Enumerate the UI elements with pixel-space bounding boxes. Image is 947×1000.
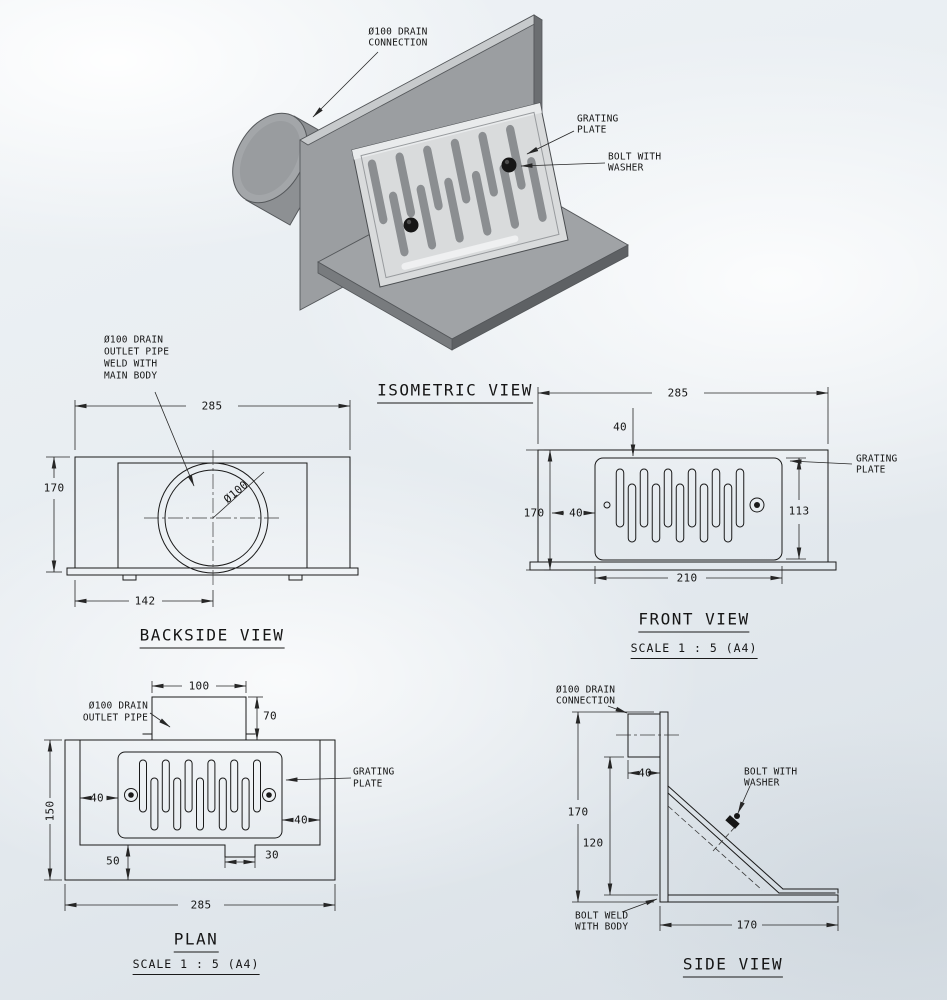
side-bolt-label-line2: WASHER <box>744 777 780 789</box>
front-dim-side-offset: 40 <box>569 506 583 520</box>
plan-dim-tab-width: 30 <box>265 848 279 862</box>
plan-dim-offset-right: 40 <box>294 813 308 827</box>
iso-grating-label-line1: GRATING <box>577 113 619 125</box>
front-dim-grating-height: 113 <box>788 504 810 518</box>
front-grating-label-line2: PLATE <box>856 464 886 476</box>
front-dim-top-offset: 40 <box>613 420 627 434</box>
backside-dim-pipe-center: 142 <box>134 594 156 608</box>
side-bolt <box>725 815 740 829</box>
side-weld-label-line2: WITH BODY <box>575 921 629 933</box>
isometric-view-drawing <box>232 15 628 350</box>
plan-dim-front-lip: 50 <box>106 854 120 868</box>
backside-pipe-label-line3: WELD WITH <box>104 358 158 370</box>
iso-bolt-label-line1: BOLT WITH <box>608 151 662 163</box>
plan-view-caption: PLAN <box>173 930 219 953</box>
plan-view-drawing <box>44 681 352 911</box>
side-weld-label-line1: BOLT WELD <box>575 910 629 922</box>
side-view-drawing <box>572 705 839 931</box>
plan-bolt-left <box>124 788 138 802</box>
plan-bolt-right <box>262 788 276 802</box>
front-view-scale: SCALE 1 : 5 (A4) <box>630 641 758 659</box>
side-drain-label-line1: Ø100 DRAIN <box>556 684 616 696</box>
backside-pipe-label-line4: MAIN BODY <box>104 370 158 382</box>
plan-dim-pipe-depth: 70 <box>263 709 277 723</box>
side-drain-label-line2: CONNECTION <box>556 695 616 707</box>
plan-pipe-label-line2: OUTLET PIPE <box>82 712 148 724</box>
front-bolt <box>749 497 765 513</box>
side-view-caption: SIDE VIEW <box>682 955 784 978</box>
plan-grating-plate <box>117 751 283 839</box>
iso-bolt-right <box>501 157 517 173</box>
iso-grating-label-line2: PLATE <box>577 124 607 136</box>
plan-base-plate <box>64 739 336 881</box>
isometric-view-caption: ISOMETRIC VIEW <box>377 381 533 404</box>
iso-drain-label-line2: CONNECTION <box>368 37 428 49</box>
backside-dim-height: 170 <box>43 481 65 495</box>
plan-dim-pipe-width: 100 <box>188 679 210 693</box>
backside-view-caption: BACKSIDE VIEW <box>139 626 285 649</box>
side-dim-height: 170 <box>567 805 589 819</box>
front-dim-width: 285 <box>667 386 689 400</box>
iso-bolt-label-line2: WASHER <box>608 162 644 174</box>
front-grating-plate <box>594 457 783 561</box>
iso-grating-plate <box>352 103 568 287</box>
front-view-caption: FRONT VIEW <box>638 610 750 633</box>
iso-bolt-left <box>403 217 419 233</box>
front-dim-grating-width: 210 <box>676 571 698 585</box>
backside-pipe-label-line2: OUTLET PIPE <box>104 346 170 358</box>
plan-grating-label-line1: GRATING <box>353 766 395 778</box>
front-dim-height: 170 <box>523 506 545 520</box>
plan-dim-depth: 150 <box>43 800 57 822</box>
plan-dim-offset-left: 40 <box>90 791 104 805</box>
front-view-drawing <box>526 387 853 584</box>
side-dim-body-height: 120 <box>582 836 604 850</box>
side-dim-depth: 170 <box>736 918 758 932</box>
plan-grating-label-line2: PLATE <box>353 778 383 790</box>
plan-pipe-label-line1: Ø100 DRAIN <box>88 700 148 712</box>
backside-view-drawing <box>46 391 359 607</box>
backside-dim-width: 285 <box>201 399 223 413</box>
plan-view-scale: SCALE 1 : 5 (A4) <box>132 957 260 975</box>
side-dim-pipe-length: 40 <box>638 766 652 780</box>
backside-pipe-label-line1: Ø100 DRAIN <box>104 334 164 346</box>
side-bolt-label-line1: BOLT WITH <box>744 766 798 778</box>
iso-drain-label-line1: Ø100 DRAIN <box>368 26 428 38</box>
plan-dim-width: 285 <box>190 898 212 912</box>
front-grating-label-line1: GRATING <box>856 453 898 465</box>
